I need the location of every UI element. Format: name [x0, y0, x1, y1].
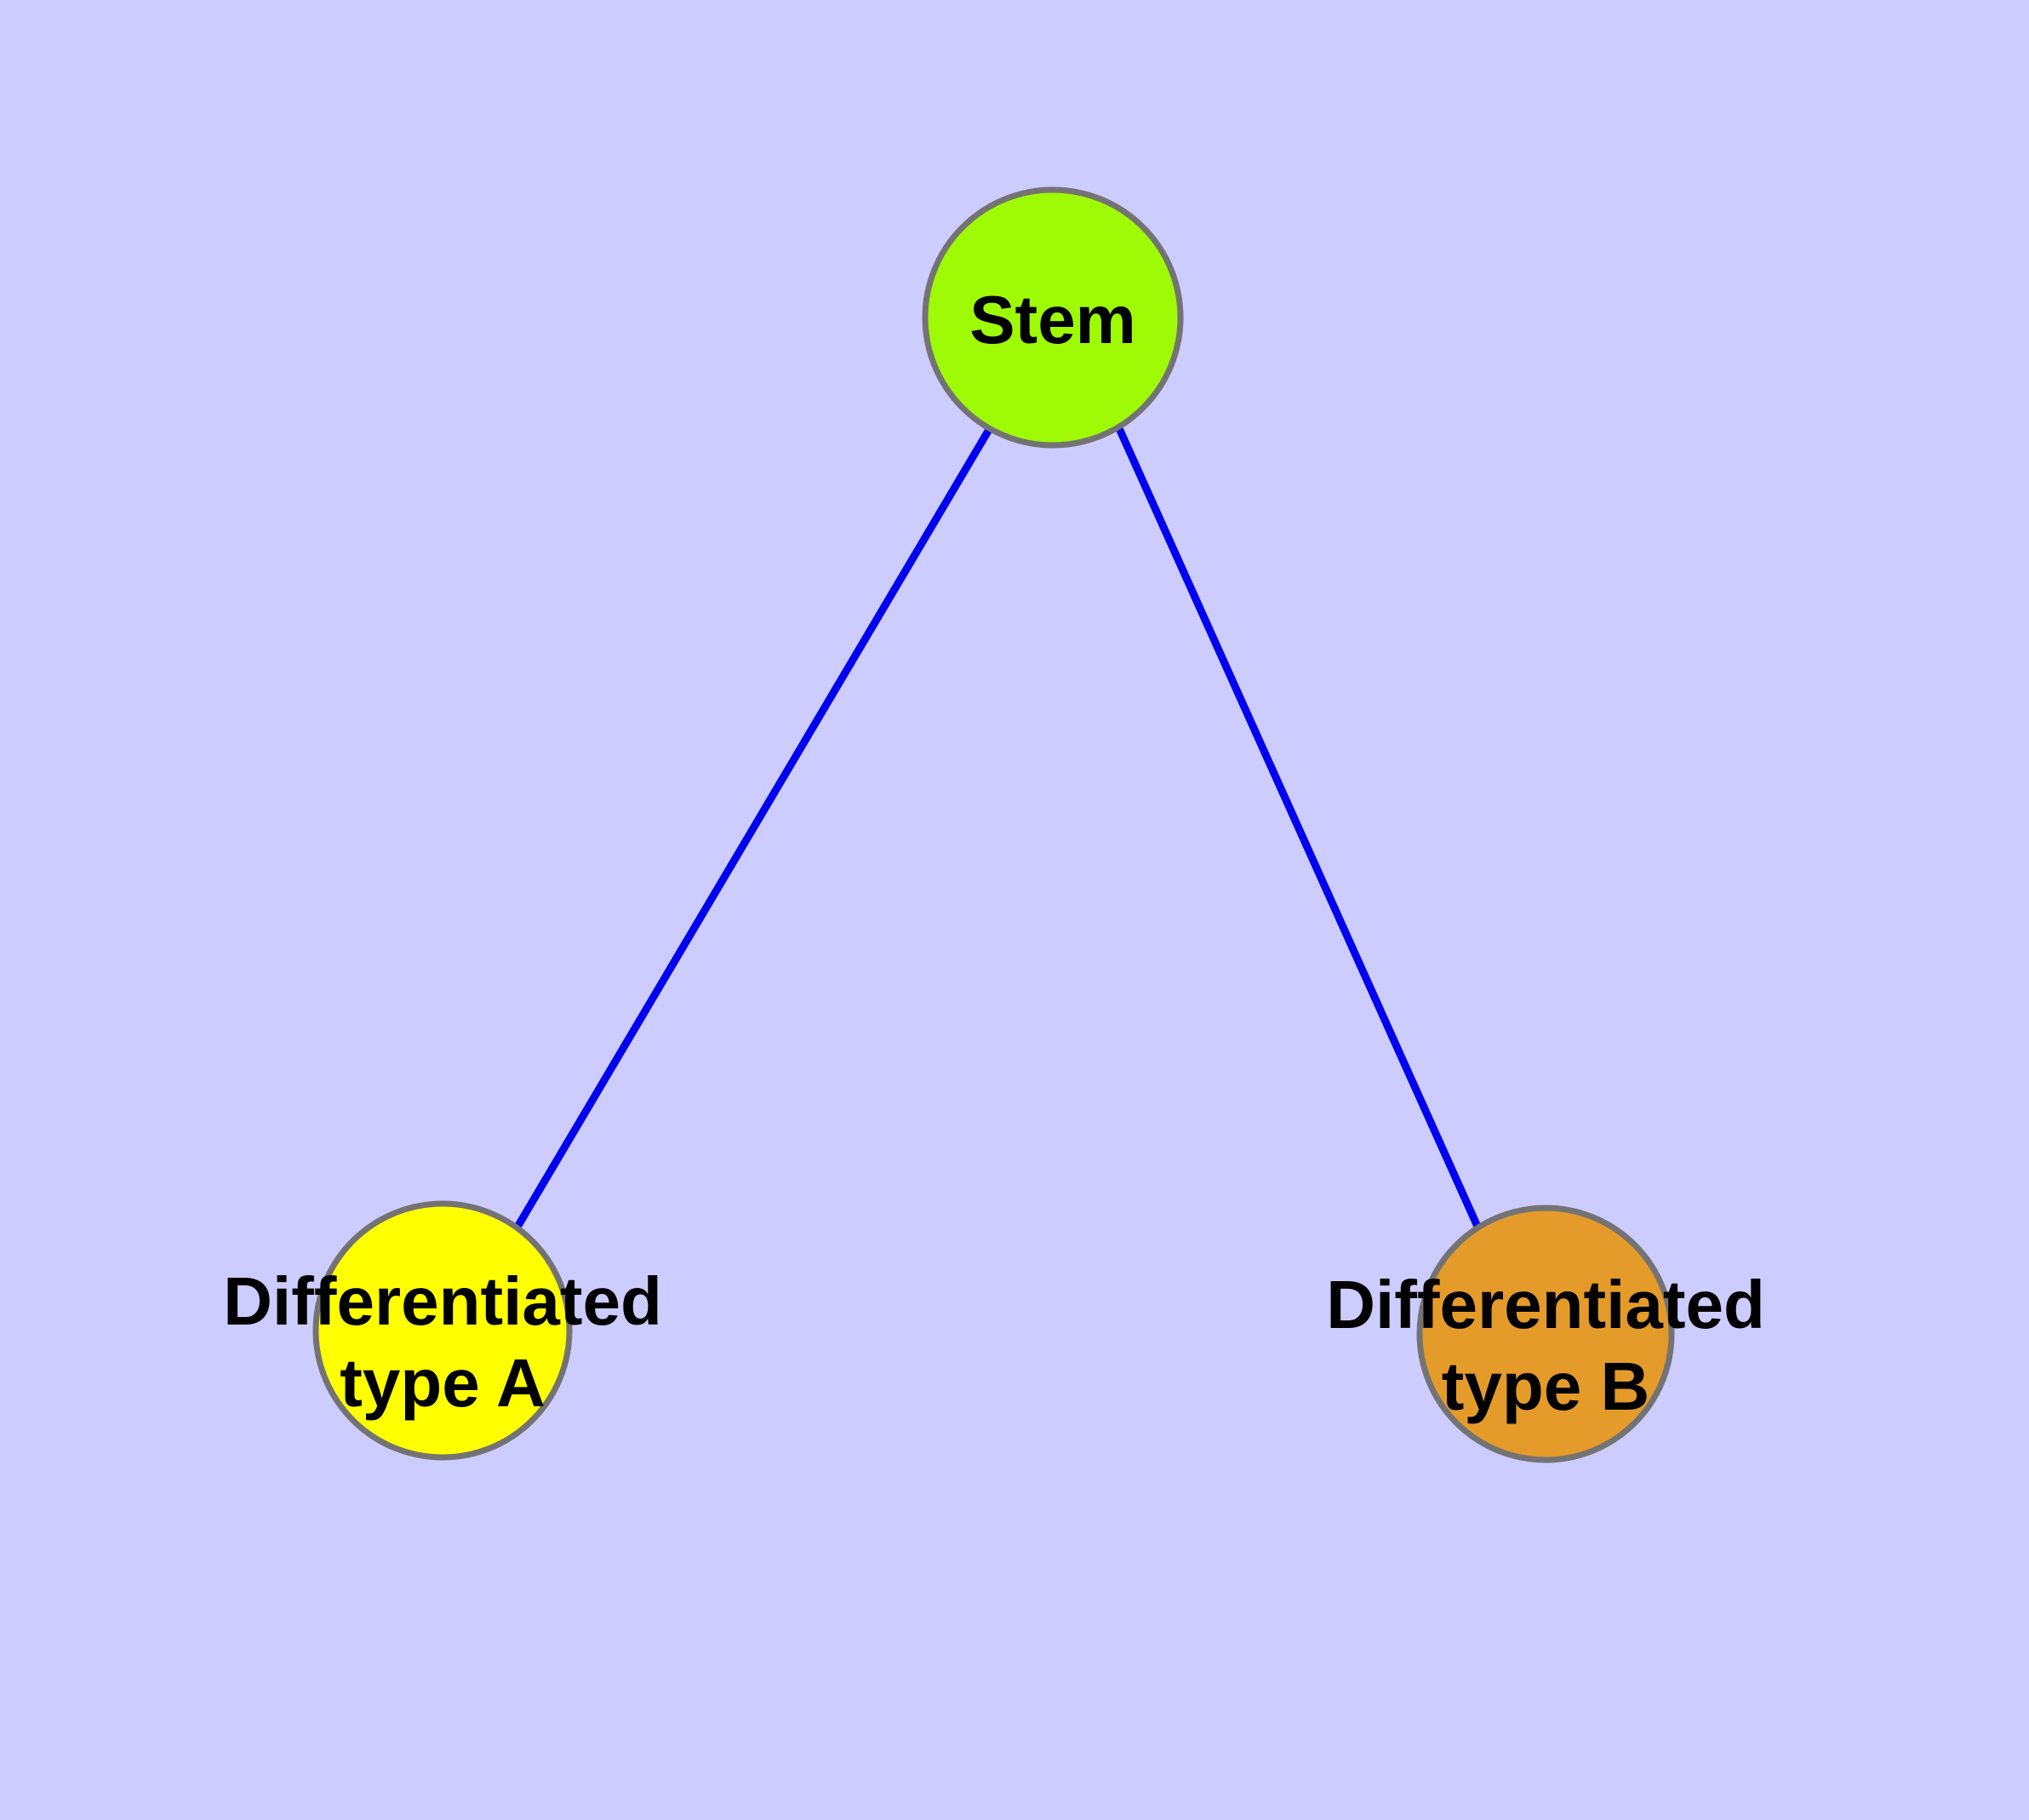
node-label-differentiated-type-b-line-2: type B: [1442, 1348, 1650, 1424]
node-stem[interactable]: [922, 186, 1184, 449]
node-circle-stem[interactable]: [922, 186, 1184, 449]
node-label-layer: Stem Differentiated type A Differentiate…: [223, 282, 1765, 1424]
node-label-stem: Stem: [969, 282, 1136, 358]
node-circle-differentiated-type-a[interactable]: [312, 1200, 573, 1461]
node-label-differentiated-type-a-line-2: type A: [340, 1345, 546, 1421]
node-differentiated-type-b[interactable]: [1416, 1205, 1675, 1463]
node-label-differentiated-type-a-line-1: Differentiated: [223, 1263, 662, 1339]
node-layer: [312, 186, 1675, 1463]
node-circle-differentiated-type-b[interactable]: [1416, 1205, 1675, 1463]
node-label-differentiated-type-b-line-1: Differentiated: [1326, 1267, 1765, 1342]
edge-layer: [513, 425, 1483, 1231]
edge-stem-to-differentiated-type-a[interactable]: [513, 426, 993, 1231]
edge-stem-to-differentiated-type-b[interactable]: [1114, 425, 1483, 1230]
node-differentiated-type-a[interactable]: [312, 1200, 573, 1461]
